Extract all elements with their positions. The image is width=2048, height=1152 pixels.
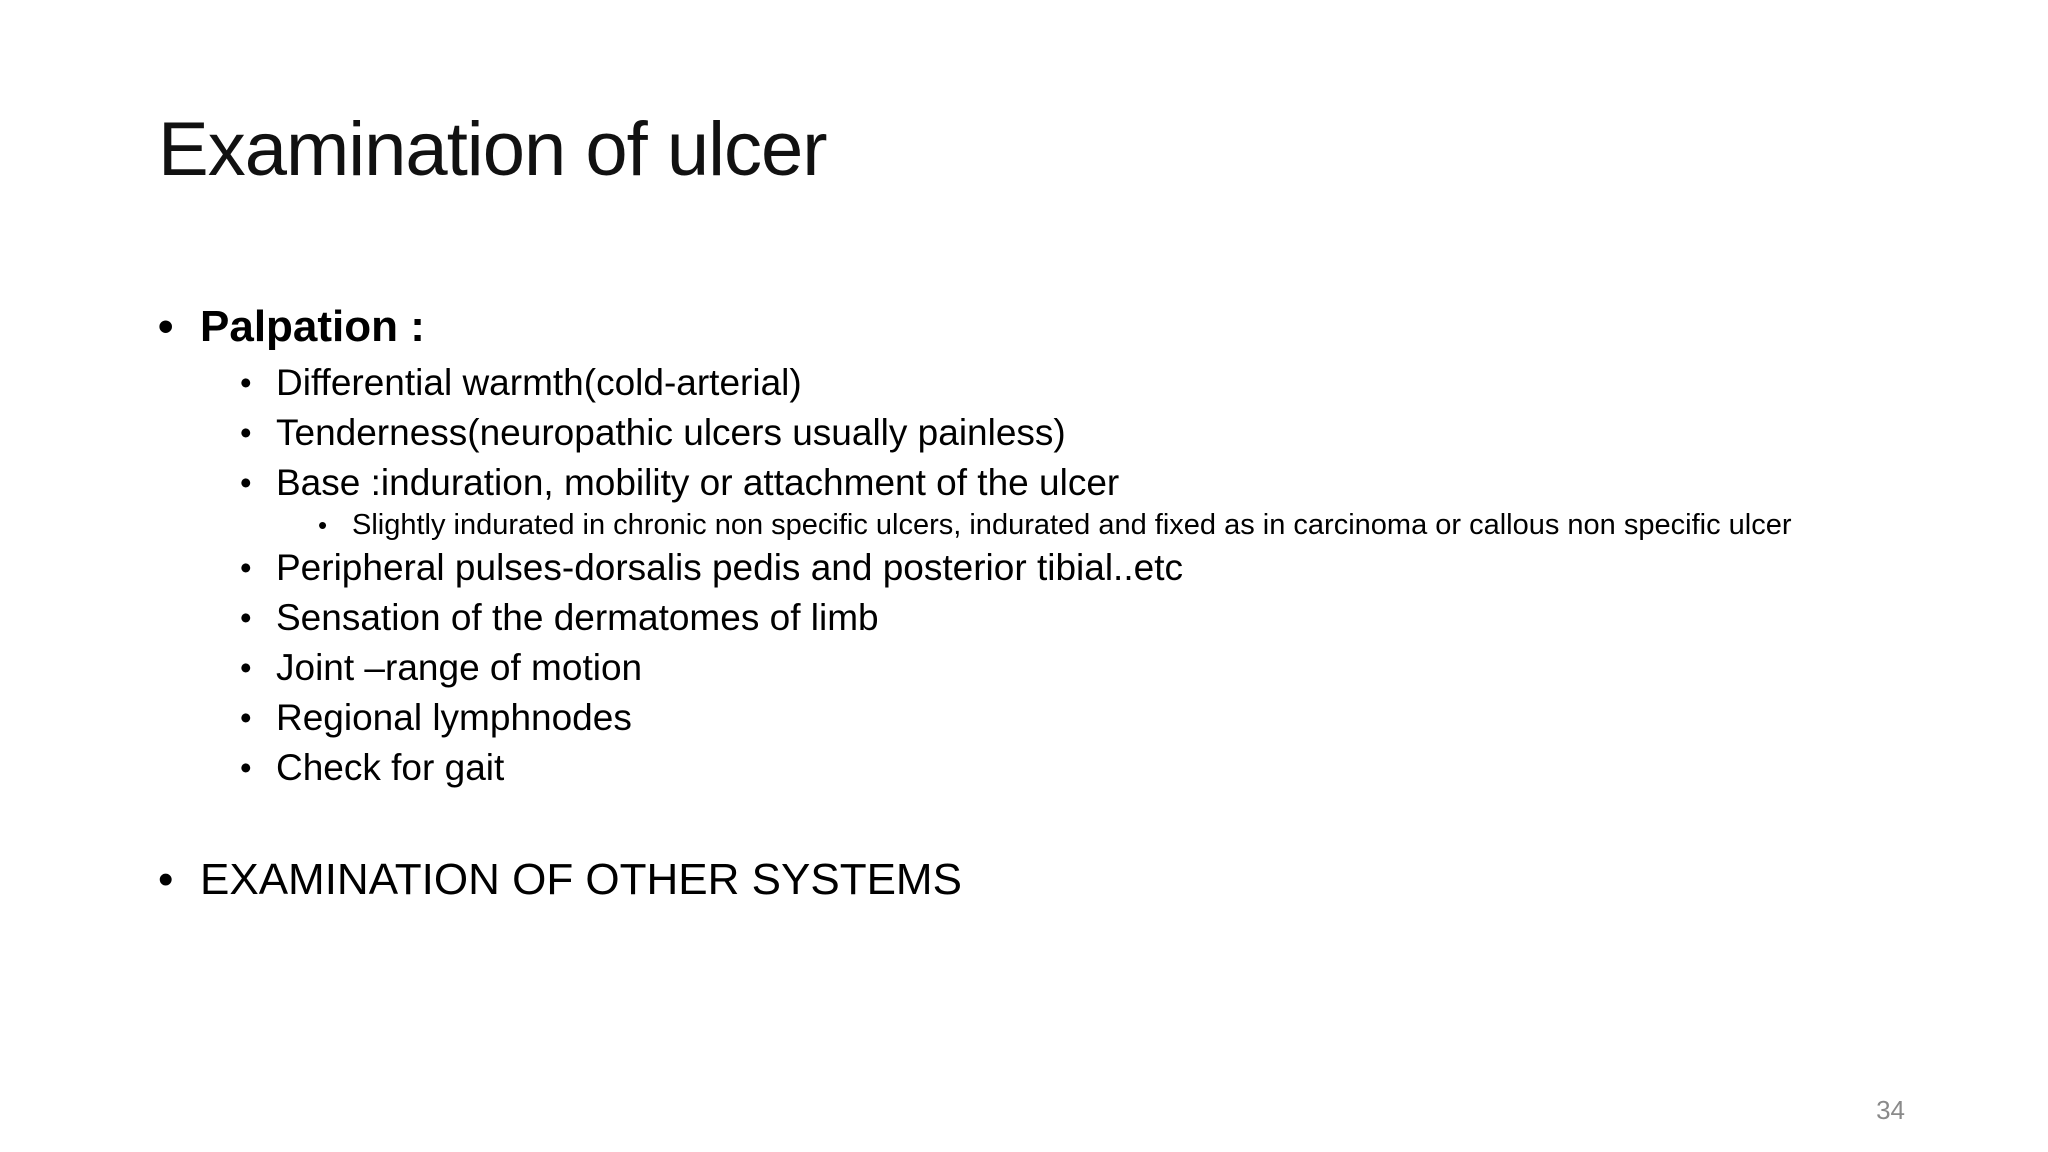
bullet-marker-icon: • xyxy=(240,364,252,401)
bullet-marker-icon: • xyxy=(240,414,252,451)
bullet-marker-icon: • xyxy=(240,699,252,736)
bullet-row: • Differential warmth(cold-arterial) xyxy=(0,358,2048,408)
bullet-marker-icon: • xyxy=(240,464,252,501)
bullet-marker-icon: • xyxy=(240,549,252,586)
bullet-text: Joint –range of motion xyxy=(276,647,643,688)
bullet-text: Regional lymphnodes xyxy=(276,697,632,738)
bullet-marker-icon: • xyxy=(158,855,174,904)
bullet-row: • Palpation : xyxy=(0,296,2048,358)
bullet-row: • Joint –range of motion xyxy=(0,643,2048,693)
bullet-row: • Slightly indurated in chronic non speci… xyxy=(0,508,2048,543)
bullet-list: • Palpation : • Differential warmth(cold-ar… xyxy=(0,296,2048,911)
bullet-text: Differential warmth(cold-arterial) xyxy=(276,362,802,403)
bullet-row: • Regional lymphnodes xyxy=(0,693,2048,743)
bullet-row: • Peripheral pulses-dorsalis pedis and po… xyxy=(0,543,2048,593)
bullet-text: Check for gait xyxy=(276,747,505,788)
bullet-text: Palpation : xyxy=(200,302,425,351)
bullet-text: Base :induration, mobility or attachment… xyxy=(276,462,1120,503)
bullet-marker-icon: • xyxy=(240,749,252,786)
page-number: 34 xyxy=(1876,1095,1905,1125)
bullet-row: • Tenderness(neuropathic ulcers usually p… xyxy=(0,408,2048,458)
bullet-text: EXAMINATION OF OTHER SYSTEMS xyxy=(200,855,962,904)
bullet-text: Sensation of the dermatomes of limb xyxy=(276,597,879,638)
bullet-row: • Base :induration, mobility or attachmen… xyxy=(0,458,2048,508)
slide-title: Examination of ulcer xyxy=(158,107,828,192)
bullet-text: Tenderness(neuropathic ulcers usually pa… xyxy=(276,412,1066,453)
bullet-row: • Check for gait xyxy=(0,743,2048,793)
bullet-row: • Sensation of the dermatomes of limb xyxy=(0,593,2048,643)
bullet-marker-icon: • xyxy=(240,649,252,686)
bullet-marker-icon: • xyxy=(318,510,328,540)
bullet-row: • EXAMINATION OF OTHER SYSTEMS xyxy=(0,849,2048,911)
bullet-marker-icon: • xyxy=(240,599,252,636)
bullet-text: Peripheral pulses-dorsalis pedis and pos… xyxy=(276,547,1183,588)
bullet-marker-icon: • xyxy=(158,302,174,351)
bullet-text: Slightly indurated in chronic non specif… xyxy=(352,509,1792,541)
